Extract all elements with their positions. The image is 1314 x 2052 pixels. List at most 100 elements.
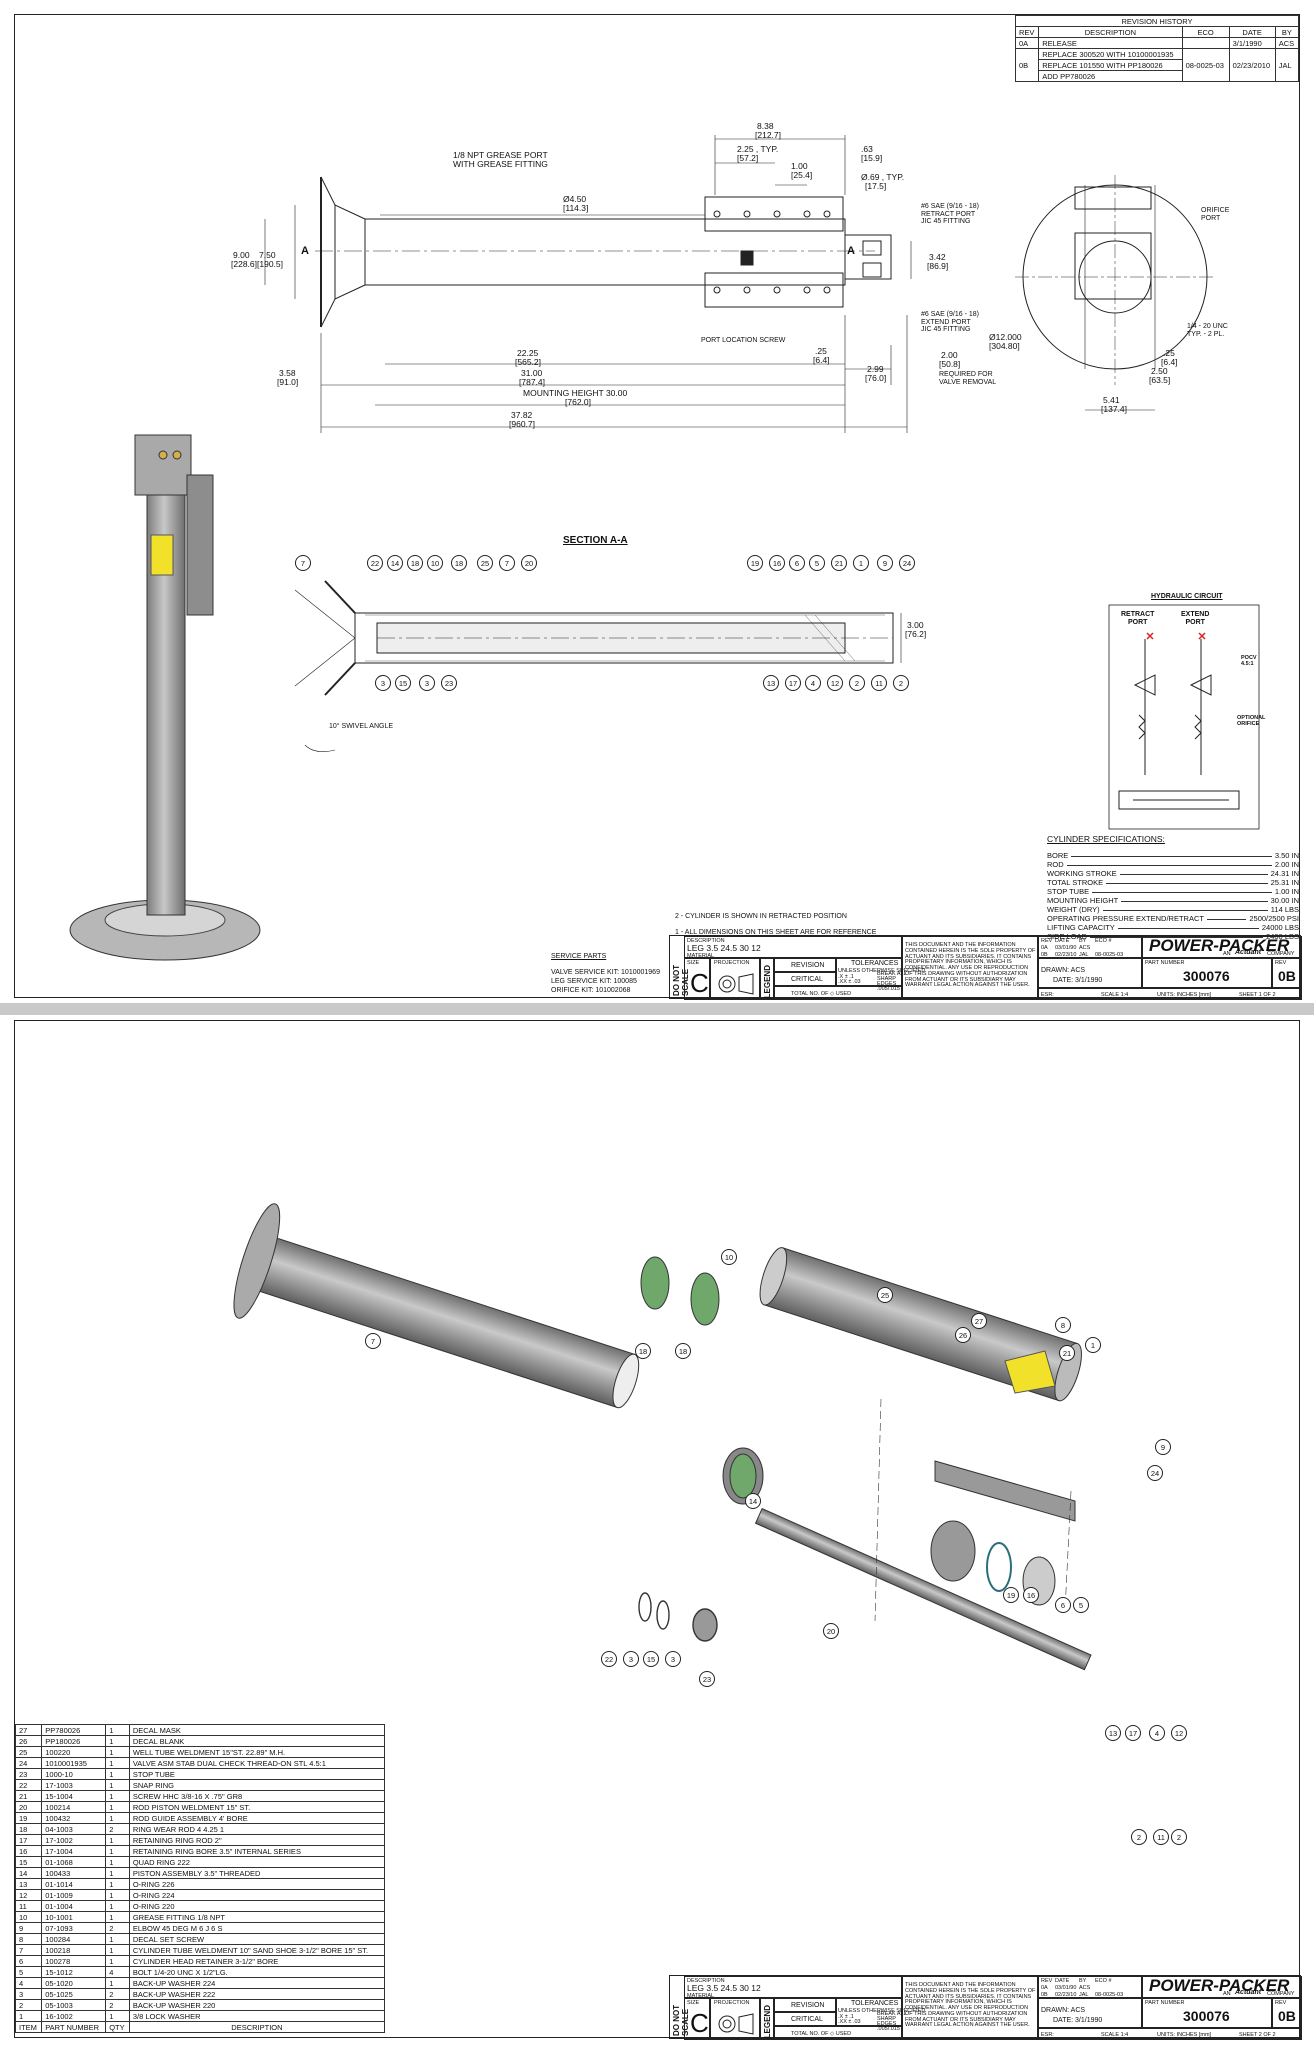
tolerances-title: TOLERANCES (851, 2000, 899, 2007)
size-label: SIZE (687, 2000, 700, 2006)
description-label: DESCRIPTION (687, 938, 725, 944)
mounting-height-mm: [762.0] (565, 397, 591, 407)
eco-rev: 0B (1041, 1992, 1048, 1998)
item-balloon: 2 (893, 675, 909, 691)
bom-qty-cell: 1 (105, 1944, 130, 1956)
spec-value: 1.00 IN (1274, 887, 1299, 896)
bom-qty-cell: 1 (105, 1867, 130, 1879)
dim-dia-12-mm: [304.80] (989, 341, 1020, 351)
bom-desc-cell: QUAD RING 222 (128, 1856, 386, 1868)
drawn-date: DATE: 3/1/1990 (1053, 2017, 1103, 2024)
bom-pn-cell: 01-1009 (41, 1889, 107, 1901)
dim-200: 2.00 (941, 350, 958, 360)
section-mark-right: A (847, 245, 855, 257)
bom-pn-cell: 07-1093 (41, 1922, 107, 1934)
bom-desc-cell: RING WEAR ROD 4 4.25 1 (128, 1823, 386, 1835)
end-dim-541-mm: [137.4] (1101, 404, 1127, 414)
item-balloon: 10 (427, 555, 443, 571)
spec-value: 114 LBS (1270, 905, 1299, 914)
end-dim-250-mm: [63.5] (1149, 375, 1171, 385)
esr-label: ESR: (1041, 2032, 1054, 2038)
orifice-kit: ORIFICE KIT: 101002068 (551, 987, 631, 994)
item-balloon: 19 (1003, 1587, 1019, 1603)
bom-item-cell: 18 (14, 1823, 43, 1835)
bom-qty-cell: 1 (105, 1801, 130, 1813)
item-balloon: 4 (805, 675, 821, 691)
critical-legend-label: CRITICAL (791, 2016, 823, 2023)
extend-port-hyd: EXTEND PORT (1181, 611, 1210, 626)
units-label: UNITS: INCHES [mm] (1157, 992, 1212, 998)
dim-069-mm: [17.5] (865, 181, 887, 191)
bom-item-cell: 13 (14, 1878, 43, 1890)
item-balloon: 18 (451, 555, 467, 571)
bom-qty-cell: 2 (105, 1999, 130, 2011)
eco-rev: 0A (1041, 945, 1048, 951)
bom-item-cell: 21 (14, 1790, 43, 1802)
spec-row: WEIGHT (DRY)114 LBS (1047, 905, 1299, 914)
item-balloon: 6 (1055, 1597, 1071, 1613)
spec-label: BORE (1047, 851, 1069, 860)
item-balloon: 7 (499, 555, 515, 571)
section-dim-300: 3.00 (907, 620, 924, 630)
item-balloon: 11 (871, 675, 887, 691)
size-cell: SIZE C (684, 958, 710, 1000)
critical-legend-cell: CRITICAL (774, 972, 836, 986)
mount-bracket-bottom (704, 272, 844, 308)
item-balloon: 14 (745, 1493, 761, 1509)
dim-100: 1.00 (791, 161, 808, 171)
item-balloon: 18 (635, 1343, 651, 1359)
bom-item-cell: 16 (14, 1845, 43, 1857)
eco-by: ACS (1079, 1985, 1091, 1991)
item-balloon: 20 (823, 1623, 839, 1639)
pocv-label: POCV 4.5:1 (1241, 655, 1257, 668)
spec-label: OPERATING PRESSURE EXTEND/RETRACT (1047, 914, 1204, 923)
bom-qty-cell: 1 (105, 1911, 130, 1923)
spec-label: WORKING STROKE (1047, 869, 1117, 878)
brand-cell: POWER-PACKER AN Actuant COMPANY (1142, 1976, 1302, 1998)
bom-desc-cell: SNAP RING (128, 1779, 386, 1791)
bom-pn-cell: 01-1068 (41, 1856, 107, 1868)
bom-qty-cell: 1 (105, 1955, 130, 1967)
wear-ring-18b (690, 1272, 720, 1326)
sheet1-line-art (264, 135, 1260, 830)
bom-pn-cell: 15-1012 (41, 1966, 107, 1978)
bom-pn-cell: 17-1002 (41, 1834, 107, 1846)
dim-2225-mm: [565.2] (515, 357, 541, 367)
projection-symbol-icon (718, 2013, 754, 2035)
bom-qty-cell: 2 (105, 1988, 130, 2000)
bom-item-cell: 17 (14, 1834, 43, 1846)
bom-pn-cell: 100433 (41, 1867, 107, 1879)
bom-qty-cell: 1 (105, 1856, 130, 1868)
cylinder-body-top-view (364, 218, 846, 286)
retract-port-hyd: RETRACT PORT (1121, 611, 1155, 626)
bom-header-cell: DESCRIPTION (128, 2021, 386, 2033)
bom-item-cell: 11 (14, 1900, 43, 1912)
bom-item-cell: 5 (14, 1966, 43, 1978)
legal-cell: THIS DOCUMENT AND THE INFORMATION CONTAI… (902, 936, 1038, 1000)
dim-2225: 22.25 (517, 348, 539, 358)
projection-label: PROJECTION (714, 960, 750, 966)
bom-pn-cell: 05-1020 (41, 1977, 107, 1989)
rev-cell: REV 0B (1272, 1998, 1302, 2028)
spec-label: ROD (1047, 860, 1064, 869)
item-balloon: 3 (375, 675, 391, 691)
dim-358: 3.58 (279, 368, 296, 378)
brand-logo: POWER-PACKER (1149, 1976, 1290, 1995)
desc-cell: ADD PP780026 (1038, 70, 1183, 82)
spec-value: 24000 LBS (1261, 923, 1299, 932)
bom-desc-cell: ROD GUIDE ASSEMBLY 4' BORE (128, 1812, 386, 1824)
item-balloon: 17 (1125, 1725, 1141, 1741)
item-balloon: 9 (1155, 1439, 1171, 1455)
bom-item-cell: 10 (14, 1911, 43, 1923)
tolerances-cell: TOLERANCES UNLESS OTHERWISE SPECIFIED .X… (836, 958, 925, 992)
bom-header-cell: QTY (105, 2021, 130, 2033)
tolerances-sub: UNLESS OTHERWISE SPECIFIED (838, 968, 926, 974)
